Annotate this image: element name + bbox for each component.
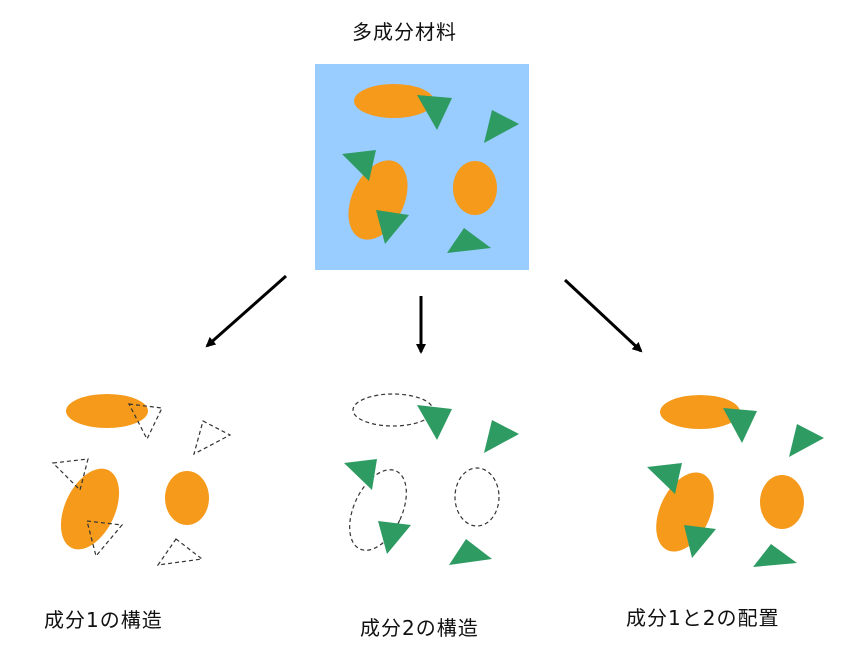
label-component1-structure: 成分1の構造 [44, 608, 163, 632]
component2-triangle [723, 408, 757, 443]
component1-ellipse [354, 84, 434, 118]
diagram-title: 多成分材料 [352, 20, 457, 44]
component1-structure-panel [51, 394, 232, 566]
component2-triangle [376, 210, 409, 244]
component2-triangle [753, 544, 797, 567]
component1-ellipse [760, 475, 804, 529]
arrow-left [205, 274, 287, 348]
label-component2-structure: 成分2の構造 [360, 616, 479, 640]
component1-ellipse [656, 472, 714, 552]
component2-triangle [684, 525, 716, 558]
component1-ellipse [165, 471, 209, 525]
component2-structure-panel [344, 393, 519, 565]
component2-triangle [449, 539, 492, 565]
component1-ellipse [660, 395, 740, 429]
component2-triangle [484, 110, 519, 143]
material-panel [315, 64, 529, 270]
component1-ellipse [453, 161, 497, 215]
component2-triangle [344, 459, 377, 490]
component2-triangle [484, 420, 519, 453]
arrangement-panel [647, 395, 824, 567]
component2-triangle [789, 424, 824, 457]
component2-outline [51, 458, 89, 492]
component1-ellipse [60, 468, 120, 550]
component2-outline [86, 520, 124, 558]
component1-ellipse [66, 394, 148, 428]
component2-outline [127, 403, 163, 441]
component2-triangle [417, 405, 452, 440]
component1-outline [349, 469, 407, 551]
component2-triangle [647, 463, 682, 494]
label-component-arrangement: 成分1と2の配置 [626, 606, 780, 630]
component1-outline [454, 467, 500, 527]
component2-outline [156, 538, 204, 566]
component2-triangle [342, 150, 376, 181]
component2-triangle [447, 228, 491, 253]
component2-outline [193, 420, 232, 456]
arrow-right [563, 278, 643, 353]
component2-triangle [417, 95, 452, 130]
component2-triangle [378, 521, 411, 554]
